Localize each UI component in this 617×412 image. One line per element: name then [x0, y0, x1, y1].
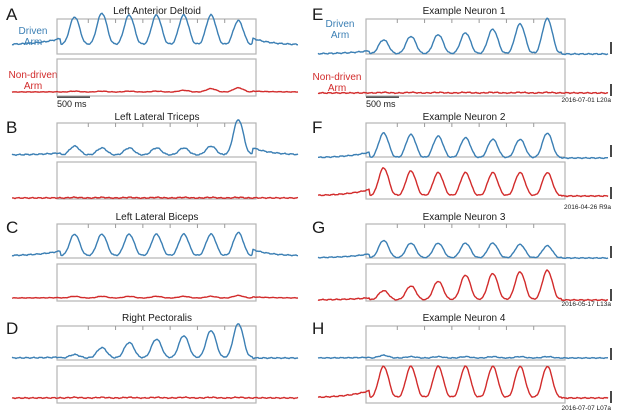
non-driven-arm-trace-g — [317, 269, 609, 302]
recording-id-neuron-2: 2016-04-26 R9a — [564, 204, 611, 211]
title-example-neuron-1: Example Neuron 1 — [423, 6, 506, 17]
box-driven-h — [365, 325, 566, 361]
non-driven-arm-trace-b — [12, 196, 299, 200]
title-right-pectoralis: Right Pectoralis — [122, 313, 192, 324]
non-driven-arm-trace-f — [318, 167, 609, 198]
title-example-neuron-3: Example Neuron 3 — [423, 212, 506, 223]
panel-label-h: H — [312, 319, 324, 338]
box-driven-g — [365, 223, 566, 259]
box-driven-f — [365, 122, 566, 158]
title-left-lateral-triceps: Left Lateral Triceps — [114, 112, 199, 123]
time-scale-label-e: 500 ms — [366, 99, 396, 109]
driven-arm-trace-c — [11, 231, 299, 257]
non-driven-arm-trace-e — [317, 91, 609, 95]
box-driven-d — [56, 325, 257, 361]
legend-line: Arm — [24, 81, 42, 92]
box-non-driven-d — [56, 365, 257, 404]
box-non-driven-b — [56, 161, 257, 200]
title-left-anterior-deltoid: Left Anterior Deltoid — [113, 6, 201, 17]
box-non-driven-a — [56, 58, 257, 97]
driven-arm-trace-f — [318, 132, 608, 160]
driven-arm-trace-e — [317, 17, 609, 56]
non-driven-arm-trace-a — [11, 86, 299, 93]
title-example-neuron-2: Example Neuron 2 — [423, 112, 506, 123]
panel-label-g: G — [312, 218, 325, 237]
driven-arm-trace-d — [11, 323, 299, 360]
box-non-driven-g — [365, 263, 566, 302]
legend-line: Arm — [331, 30, 349, 41]
box-non-driven-f — [365, 161, 566, 200]
recording-id-neuron-1: 2016-07-01 L20a — [561, 97, 611, 104]
title-left-lateral-biceps: Left Lateral Biceps — [116, 212, 199, 223]
driven-arm-trace-b — [11, 119, 299, 157]
box-non-driven-h — [365, 365, 566, 404]
panel-label-f: F — [312, 118, 322, 137]
non-driven-arm-trace-c — [11, 294, 299, 299]
box-non-driven-e — [365, 58, 566, 97]
title-example-neuron-4: Example Neuron 4 — [423, 313, 506, 324]
legend-line: Arm — [24, 37, 42, 48]
recording-id-neuron-3: 2016-05-17 L13a — [561, 301, 611, 308]
box-driven-e — [365, 18, 566, 55]
non-driven-arm-trace-d — [11, 396, 299, 400]
legend-line: Arm — [328, 83, 346, 94]
panel-label-e: E — [312, 5, 323, 24]
plot-layer — [11, 12, 612, 404]
box-driven-c — [56, 223, 257, 259]
driven-arm-trace-a — [11, 12, 299, 46]
panel-label-d: D — [6, 319, 18, 338]
panel-label-c: C — [6, 218, 18, 237]
box-driven-b — [56, 122, 257, 158]
driven-arm-trace-g — [317, 239, 609, 260]
legend-line: Driven — [19, 26, 48, 37]
non-driven-arm-trace-h — [317, 365, 609, 400]
recording-id-neuron-4: 2016-07-07 L07a — [561, 405, 611, 412]
time-scale-label-a: 500 ms — [57, 99, 87, 109]
legend-line: Non-driven — [313, 72, 362, 83]
legend-line: Non-driven — [9, 70, 58, 81]
legend-line: Driven — [326, 19, 355, 30]
driven-arm-trace-h — [317, 354, 609, 360]
box-non-driven-c — [56, 263, 257, 302]
panel-label-b: B — [6, 118, 17, 137]
box-driven-a — [56, 18, 257, 55]
panel-label-a: A — [6, 5, 18, 24]
